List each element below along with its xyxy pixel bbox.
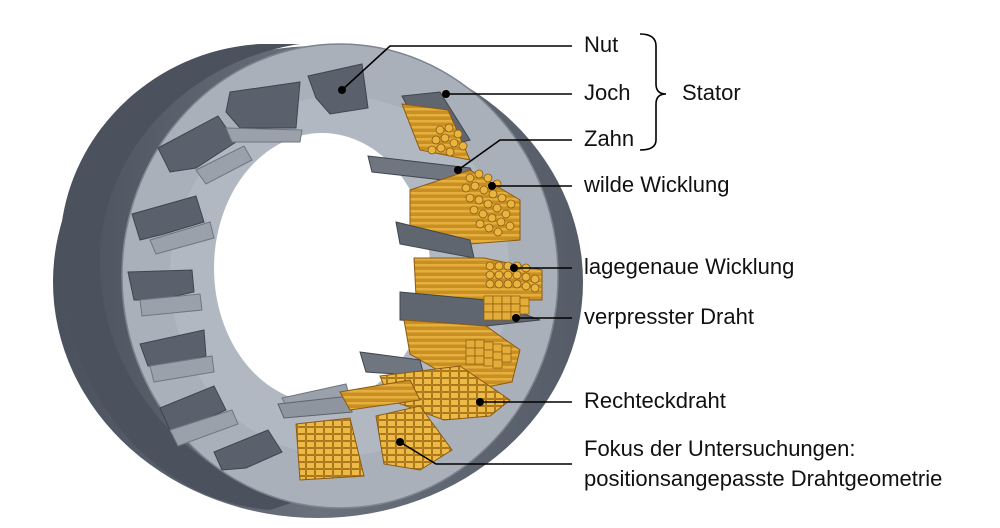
- label-lagegenaue-wicklung: lagegenaue Wicklung: [584, 254, 795, 279]
- stator-bracket: [639, 33, 667, 151]
- label-fokus-line2: positionsangepasste Drahtgeometrie: [584, 466, 943, 491]
- label-joch: Joch: [584, 80, 631, 105]
- round-wire-ends: [427, 123, 540, 293]
- leader-dots: [338, 86, 520, 446]
- label-stator: Stator: [682, 80, 741, 105]
- compressed-wire-block: [465, 295, 530, 369]
- label-nut: Nut: [584, 32, 619, 57]
- label-verpresster-draht: verpresster Draht: [584, 304, 754, 329]
- leader-nut: [341, 45, 572, 91]
- leader-fokus: [399, 441, 572, 465]
- stator-slots: [127, 63, 369, 471]
- label-fokus-line1: Fokus der Untersuchungen:: [584, 436, 856, 461]
- leader-lines: [341, 33, 667, 465]
- leader-zahn: [457, 139, 572, 171]
- label-wilde-wicklung: wilde Wicklung: [584, 172, 730, 197]
- label-zahn: Zahn: [584, 126, 635, 151]
- label-rechteckdraht: Rechteckdraht: [584, 388, 726, 413]
